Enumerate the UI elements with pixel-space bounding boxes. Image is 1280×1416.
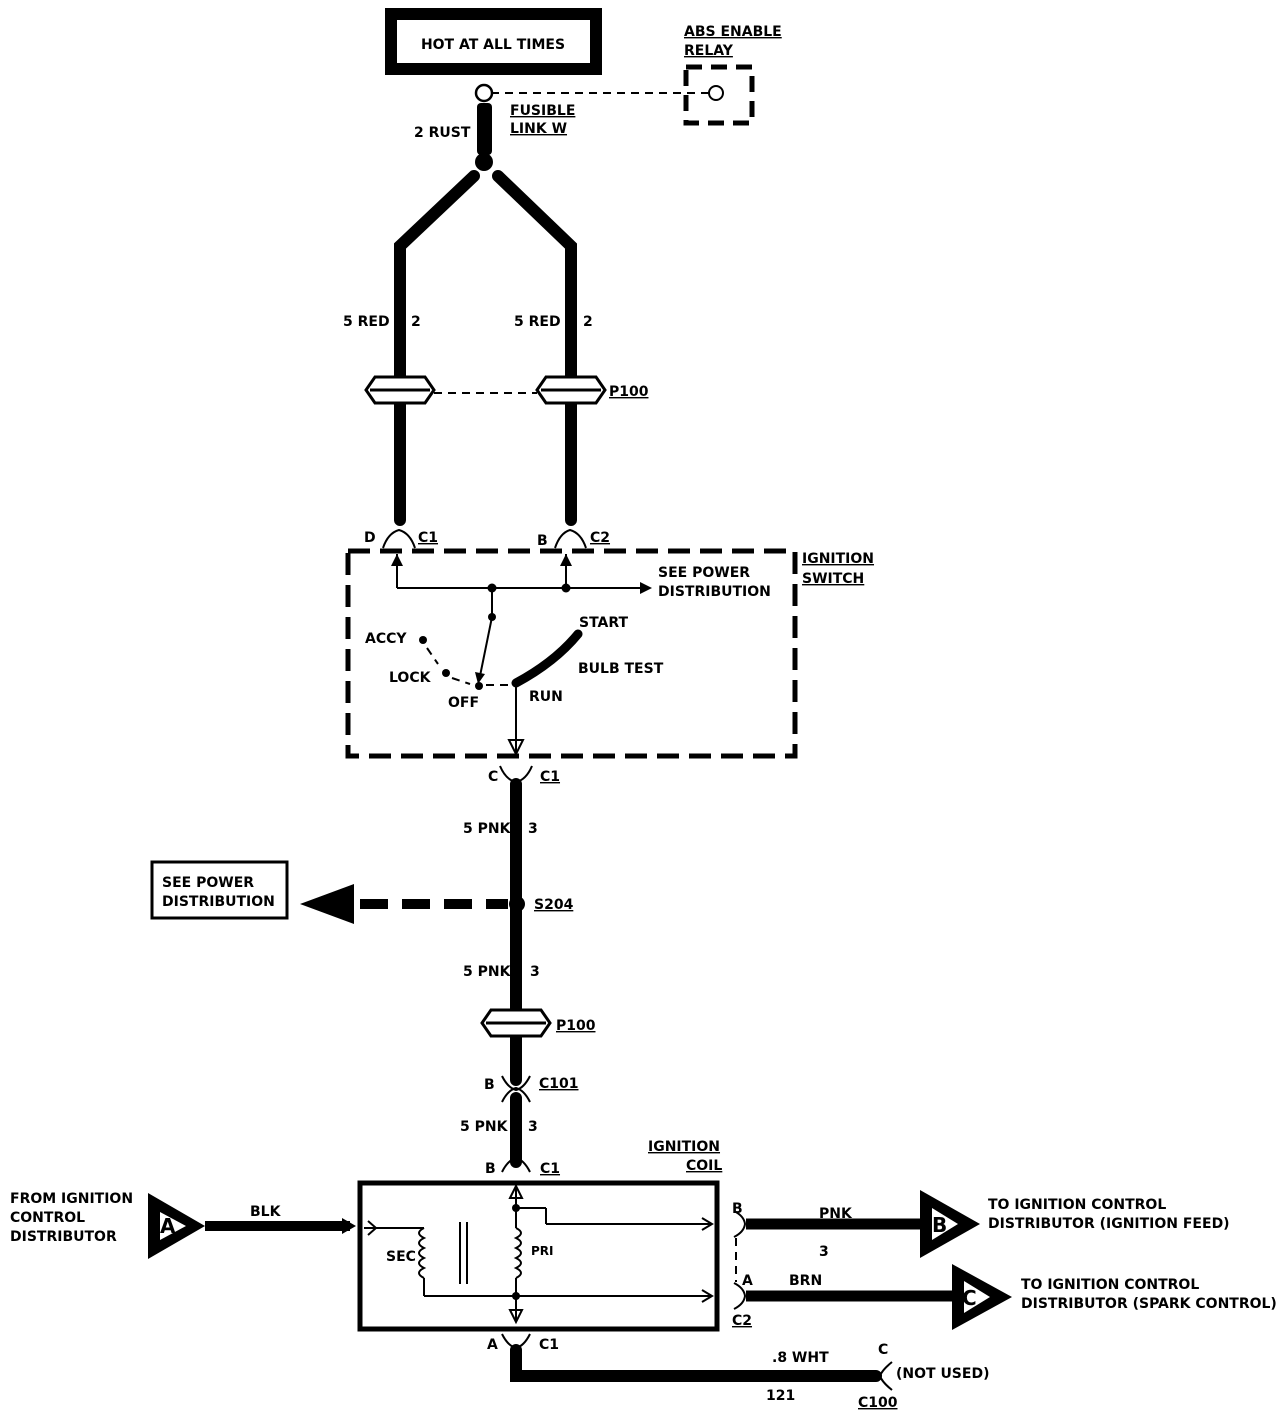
hot-at-all-times-box: HOT AT ALL TIMES xyxy=(385,8,602,75)
wht-wire-gauge: .8 WHT xyxy=(772,1350,829,1366)
see-power-box-2: DISTRIBUTION xyxy=(162,894,275,910)
fusible-link-label-2: LINK W xyxy=(510,121,567,137)
ignition-switch-title-1: IGNITION xyxy=(802,551,874,567)
ignition-coil-title-2: COIL xyxy=(686,1158,722,1174)
output-b-label-2: DISTRIBUTOR (IGNITION FEED) xyxy=(988,1216,1230,1232)
output-c-wire: BRN xyxy=(789,1273,822,1289)
c100-not-used: (NOT USED) xyxy=(896,1366,989,1382)
switch-see-power-2: DISTRIBUTION xyxy=(658,584,771,600)
see-power-box-1: SEE POWER xyxy=(162,875,254,891)
splice-s204: S204 xyxy=(300,884,574,924)
output-c-letter: C xyxy=(962,1286,977,1310)
ignition-switch-title-2: SWITCH xyxy=(802,571,864,587)
fusible-link-wire-label: 2 RUST xyxy=(414,125,471,141)
output-b-label-1: TO IGNITION CONTROL xyxy=(988,1197,1166,1213)
abs-relay-label-1: ABS ENABLE xyxy=(684,24,782,40)
pnk-seg3-gauge: 5 PNK xyxy=(460,1119,509,1135)
coil-sec-label: SEC xyxy=(386,1249,416,1265)
c101-connector: B C101 xyxy=(484,1075,579,1103)
output-c-spark-control: C BRN TO IGNITION CONTROL DISTRIBUTOR (S… xyxy=(746,1264,1277,1330)
output-b-ignition-feed: B PNK 3 TO IGNITION CONTROL DISTRIBUTOR … xyxy=(746,1190,1230,1260)
coil-top-connector: C1 xyxy=(540,1161,560,1177)
s204-label: S204 xyxy=(534,897,574,913)
position-lock: LOCK xyxy=(389,670,432,686)
position-bulb-test: BULB TEST xyxy=(578,661,664,677)
pink-wire-run: 5 PNK 3 5 PNK 3 5 PNK 3 xyxy=(460,778,540,1168)
input-a-label-3: DISTRIBUTOR xyxy=(10,1229,117,1245)
wht-wire-to-c100: .8 WHT 121 C (NOT USED) C100 xyxy=(510,1342,989,1411)
switch-pin-d-connector: C1 xyxy=(418,530,438,546)
abs-enable-relay: ABS ENABLE RELAY xyxy=(491,24,782,126)
switch-see-power-1: SEE POWER xyxy=(658,565,750,581)
output-c-label-2: DISTRIBUTOR (SPARK CONTROL) xyxy=(1021,1296,1277,1312)
ignition-switch: IGNITION SWITCH SEE POWER DISTRIBUTION A… xyxy=(345,548,874,759)
input-a-label-1: FROM IGNITION xyxy=(10,1191,133,1207)
red-feed-wires: 5 RED 2 5 RED 2 xyxy=(343,170,593,526)
fusible-link-w: 2 RUST FUSIBLE LINK W xyxy=(414,83,575,171)
ignition-switch-input-connectors: D C1 B C2 xyxy=(364,528,610,549)
see-power-distribution-box: SEE POWER DISTRIBUTION xyxy=(150,860,289,920)
ignition-coil-title-1: IGNITION xyxy=(648,1139,720,1155)
position-run: RUN xyxy=(529,689,563,705)
coil-bottom-pin: A xyxy=(487,1337,498,1353)
abs-relay-label-2: RELAY xyxy=(684,43,734,59)
p100-lower-connector: P100 xyxy=(480,1008,596,1038)
output-b-letter: B xyxy=(932,1213,947,1237)
switch-out-pin: C xyxy=(488,769,498,785)
input-a-wire: BLK xyxy=(250,1204,282,1220)
coil-right-pin-b: B xyxy=(732,1201,743,1217)
right-wire-circuit-label: 2 xyxy=(583,314,593,330)
coil-pri-label: PRI xyxy=(531,1244,554,1258)
fusible-link-label-1: FUSIBLE xyxy=(510,103,575,119)
hot-at-all-times-label: HOT AT ALL TIMES xyxy=(421,37,565,53)
coil-right-pin-a: A xyxy=(742,1273,753,1289)
pnk-seg1-circuit: 3 xyxy=(528,821,538,837)
switch-pin-b-connector: C2 xyxy=(590,530,610,546)
pnk-seg3-circuit: 3 xyxy=(528,1119,538,1135)
switch-pin-b: B xyxy=(537,533,548,549)
coil-bottom-connector: C1 xyxy=(539,1337,559,1353)
pnk-seg2-gauge: 5 PNK xyxy=(463,964,512,980)
input-a-letter: A xyxy=(160,1214,176,1238)
pnk-seg2-circuit: 3 xyxy=(530,964,540,980)
coil-top-pin: B xyxy=(485,1161,496,1177)
c100-label: C100 xyxy=(858,1395,898,1411)
ignition-coil: IGNITION COIL B C1 SEC PRI A xyxy=(357,1139,753,1353)
position-off: OFF xyxy=(448,695,479,711)
output-b-wire: PNK xyxy=(819,1206,853,1222)
p100-lower-label: P100 xyxy=(556,1018,596,1034)
c100-pin: C xyxy=(878,1342,888,1358)
switch-pin-d: D xyxy=(364,530,376,546)
pnk-seg1-gauge: 5 PNK xyxy=(463,821,512,837)
switch-output-connector: C C1 xyxy=(488,765,560,785)
switch-out-connector: C1 xyxy=(540,769,560,785)
right-wire-gauge-label: 5 RED xyxy=(514,314,561,330)
output-c-label-1: TO IGNITION CONTROL xyxy=(1021,1277,1199,1293)
input-a-from-distributor: A BLK FROM IGNITION CONTROL DISTRIBUTOR xyxy=(10,1191,356,1259)
wht-wire-circuit: 121 xyxy=(766,1388,795,1404)
position-start: START xyxy=(579,615,629,631)
left-wire-circuit-label: 2 xyxy=(411,314,421,330)
c101-pin: B xyxy=(484,1077,495,1093)
left-wire-gauge-label: 5 RED xyxy=(343,314,390,330)
position-accy: ACCY xyxy=(365,631,407,647)
output-b-circuit: 3 xyxy=(819,1244,829,1260)
p100-upper-label: P100 xyxy=(609,384,649,400)
input-a-label-2: CONTROL xyxy=(10,1210,85,1226)
coil-right-connector: C2 xyxy=(732,1313,752,1329)
p100-upper-connector: P100 xyxy=(364,375,649,405)
c101-label: C101 xyxy=(539,1076,579,1092)
